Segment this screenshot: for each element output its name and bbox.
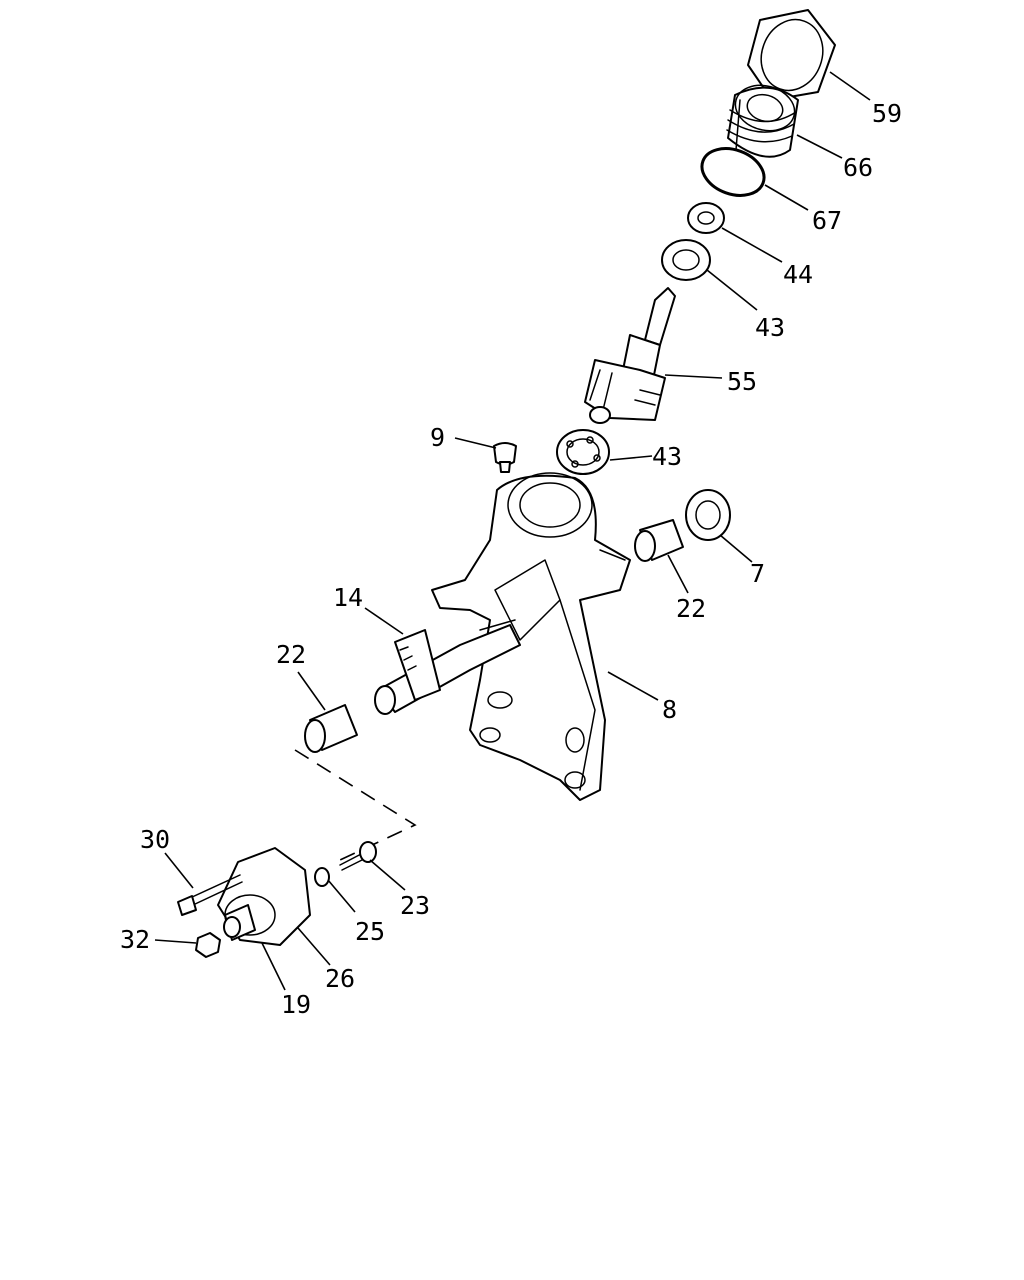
callout-25: 25 xyxy=(355,917,385,946)
callout-23: 23 xyxy=(400,891,430,920)
callout-44: 44 xyxy=(783,260,813,289)
callout-8: 8 xyxy=(662,695,677,724)
callout-22-right: 22 xyxy=(676,594,706,623)
part-8-gear-housing xyxy=(431,472,631,801)
callout-labels: 59 66 67 44 43 55 9 43 7 22 14 22 8 30 2… xyxy=(120,99,902,1019)
callout-7: 7 xyxy=(750,559,765,588)
part-7-oil-seal xyxy=(685,489,731,541)
part-44-seal xyxy=(687,202,725,234)
callout-19: 19 xyxy=(281,990,311,1019)
part-22-needle-bearing-left xyxy=(304,704,358,753)
part-43-bearing-lower xyxy=(556,429,610,475)
callout-59: 59 xyxy=(872,99,902,128)
callout-67: 67 xyxy=(812,206,842,235)
part-55-worm-shaft xyxy=(584,287,676,424)
leader-lines xyxy=(154,71,871,991)
callout-26: 26 xyxy=(325,964,355,993)
part-30-bolt xyxy=(177,874,243,916)
part-9-plug xyxy=(493,442,517,473)
part-22-needle-bearing-right xyxy=(634,519,684,562)
callout-22-left: 22 xyxy=(276,640,306,669)
part-14-sector-shaft xyxy=(374,619,521,715)
part-23-bolt xyxy=(339,841,377,871)
part-59-hex-nut xyxy=(747,9,836,101)
part-32-nut xyxy=(195,932,221,958)
part-25-washer xyxy=(314,867,330,887)
part-66-adjuster-plug xyxy=(726,84,799,158)
callout-32: 32 xyxy=(120,925,150,954)
callout-55: 55 xyxy=(727,367,757,396)
callout-14: 14 xyxy=(333,583,363,612)
part-19-adjusting-screw xyxy=(223,904,256,941)
callout-43-lower: 43 xyxy=(652,442,682,471)
assembly-dash-line xyxy=(294,749,417,861)
part-67-o-ring xyxy=(700,147,766,197)
callout-30: 30 xyxy=(140,825,170,854)
callout-43-upper: 43 xyxy=(755,313,785,342)
callout-66: 66 xyxy=(843,153,873,182)
callout-9: 9 xyxy=(430,423,445,452)
part-43-bearing-upper xyxy=(661,239,711,281)
